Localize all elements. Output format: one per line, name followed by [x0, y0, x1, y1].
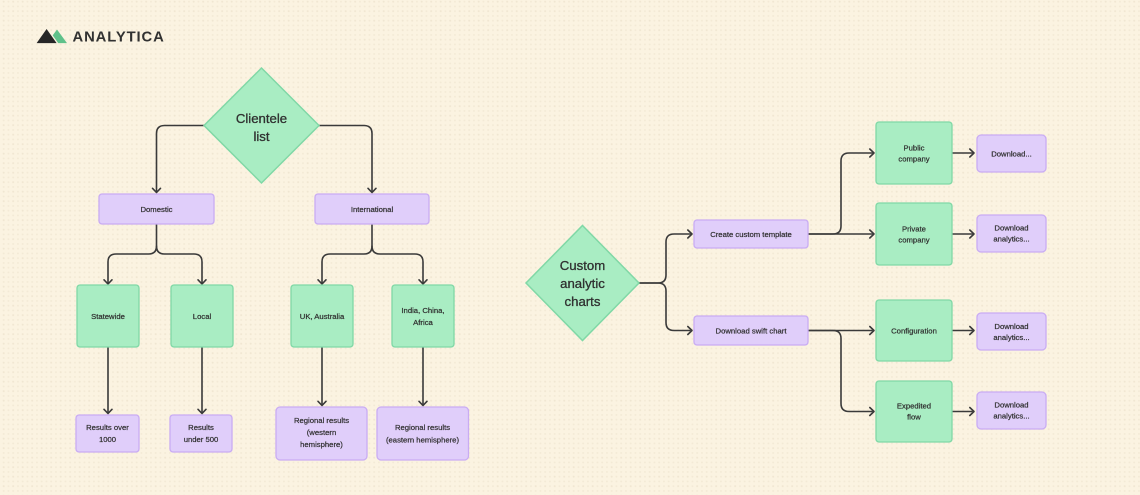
svg-text:analytics...: analytics... [993, 333, 1029, 342]
svg-text:(western: (western [307, 428, 336, 437]
svg-text:Regional results: Regional results [395, 423, 450, 432]
svg-text:flow: flow [907, 413, 921, 422]
svg-text:Domestic: Domestic [140, 205, 172, 214]
svg-text:India, China,: India, China, [401, 306, 444, 315]
svg-text:analytics...: analytics... [993, 412, 1029, 421]
svg-text:analytics...: analytics... [993, 235, 1029, 244]
svg-text:analytic: analytic [560, 276, 605, 291]
svg-text:under 500: under 500 [184, 435, 219, 444]
svg-text:Download swift chart: Download swift chart [716, 327, 788, 336]
svg-text:Download: Download [994, 224, 1028, 233]
svg-text:Download: Download [994, 401, 1028, 410]
svg-text:Regional results: Regional results [294, 416, 349, 425]
svg-text:Clientele: Clientele [236, 111, 287, 126]
svg-text:Private: Private [902, 225, 926, 234]
svg-text:Create custom template: Create custom template [710, 230, 792, 239]
svg-text:Local: Local [193, 312, 212, 321]
svg-text:Custom: Custom [560, 258, 605, 273]
svg-text:Africa: Africa [413, 318, 433, 327]
svg-text:Statewide: Statewide [91, 312, 125, 321]
svg-text:charts: charts [565, 294, 601, 309]
svg-text:1000: 1000 [99, 435, 116, 444]
svg-text:list: list [253, 129, 269, 144]
svg-text:Public: Public [904, 144, 925, 153]
svg-text:Download...: Download... [991, 150, 1032, 159]
svg-text:International: International [351, 205, 394, 214]
svg-text:Results: Results [188, 423, 214, 432]
svg-text:Configuration: Configuration [891, 327, 937, 336]
svg-text:Expedited: Expedited [897, 402, 931, 411]
svg-text:company: company [898, 155, 929, 164]
svg-text:Results over: Results over [86, 423, 129, 432]
svg-text:company: company [898, 236, 929, 245]
svg-text:ANALYTICA: ANALYTICA [73, 30, 165, 46]
svg-text:UK, Australia: UK, Australia [300, 312, 345, 321]
svg-text:Download: Download [994, 322, 1028, 331]
svg-text:(eastern hemisphere): (eastern hemisphere) [386, 436, 460, 445]
svg-text:hemisphere): hemisphere) [300, 440, 343, 449]
